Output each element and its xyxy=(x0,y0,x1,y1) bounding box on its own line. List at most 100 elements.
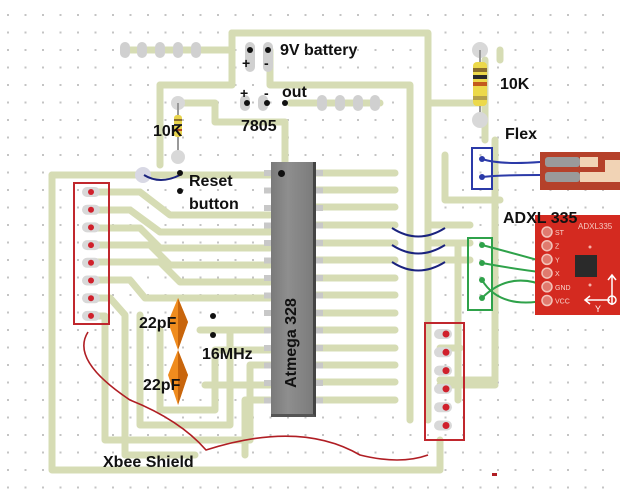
jumper-wires xyxy=(391,227,446,272)
board-hole xyxy=(94,416,97,419)
board-hole xyxy=(234,189,237,191)
chip-pin xyxy=(315,187,323,194)
board-hole xyxy=(497,84,499,86)
board-hole xyxy=(129,31,132,34)
board-hole xyxy=(287,119,289,121)
board-hole xyxy=(199,381,202,384)
board-hole xyxy=(269,101,272,104)
board-hole xyxy=(94,346,97,349)
board-hole xyxy=(374,154,377,156)
board-hole xyxy=(462,486,464,489)
board-hole xyxy=(567,486,569,489)
board-hole xyxy=(322,136,324,139)
board-hole xyxy=(567,469,569,471)
board-hole xyxy=(129,66,132,69)
board-hole xyxy=(7,469,9,471)
xbee-pin xyxy=(442,348,450,356)
board-hole xyxy=(24,311,27,314)
board-hole xyxy=(497,399,499,401)
board-hole xyxy=(567,381,569,384)
board-hole xyxy=(7,189,9,191)
board-hole xyxy=(7,84,9,86)
board-hole xyxy=(462,66,464,69)
chip-pin xyxy=(315,310,323,316)
board-hole xyxy=(147,101,149,104)
board-hole xyxy=(497,14,499,16)
adxl-pin-pad xyxy=(541,267,553,279)
chip-pin xyxy=(264,222,272,229)
board-hole xyxy=(182,276,184,279)
board-hole xyxy=(7,276,9,279)
board-hole xyxy=(287,66,289,69)
board-hole xyxy=(164,154,167,156)
board-hole xyxy=(94,381,97,384)
board-hole xyxy=(567,451,569,454)
board-hole xyxy=(584,84,587,86)
board-hole xyxy=(549,346,552,349)
board-hole xyxy=(42,259,44,261)
board-hole xyxy=(339,451,342,454)
board-hole xyxy=(479,31,482,34)
xbee-pin xyxy=(442,367,450,375)
board-hole xyxy=(217,206,219,209)
board-hole xyxy=(409,66,412,69)
board-hole xyxy=(549,416,552,419)
board-hole xyxy=(77,381,79,384)
board-hole xyxy=(129,311,132,314)
board-hole xyxy=(24,241,27,244)
board-hole xyxy=(514,189,517,191)
board-hole xyxy=(217,14,219,16)
board-hole xyxy=(24,434,27,436)
chip-pin xyxy=(315,397,323,404)
board-hole xyxy=(24,49,27,51)
board-hole xyxy=(7,119,9,121)
board-hole xyxy=(374,136,377,139)
board-hole xyxy=(462,136,464,139)
board-hole xyxy=(584,49,587,51)
board-hole xyxy=(514,364,517,366)
board-hole xyxy=(7,224,9,226)
board-hole xyxy=(357,451,359,454)
capacitor-bottom-label: 22pF xyxy=(143,377,181,394)
regulator-minus-label: - xyxy=(264,85,269,101)
board-hole xyxy=(42,486,44,489)
board-hole xyxy=(94,119,97,121)
board-hole xyxy=(94,399,97,401)
board-hole xyxy=(24,276,27,279)
board-hole xyxy=(199,224,202,226)
board-hole xyxy=(269,486,272,489)
board-hole xyxy=(24,294,27,296)
board-hole xyxy=(584,31,587,34)
board-hole xyxy=(59,294,62,296)
board-hole xyxy=(339,416,342,419)
board-hole xyxy=(129,84,132,86)
board-hole xyxy=(392,101,394,104)
board-hole xyxy=(287,416,289,419)
board-hole xyxy=(164,14,167,16)
crystal-16mhz xyxy=(210,313,216,338)
board-hole xyxy=(602,434,604,436)
board-hole xyxy=(59,49,62,51)
board-hole xyxy=(112,311,114,314)
board-hole xyxy=(304,14,307,16)
capacitor-22pf-top xyxy=(168,298,188,350)
board-hole xyxy=(7,101,9,104)
board-hole xyxy=(322,154,324,156)
board-hole xyxy=(24,189,27,191)
board-hole xyxy=(217,486,219,489)
board-hole xyxy=(357,66,359,69)
board-hole xyxy=(409,49,412,51)
board-hole xyxy=(409,14,412,16)
board-hole xyxy=(77,241,79,244)
board-hole xyxy=(59,224,62,226)
board-hole xyxy=(94,31,97,34)
trace-reg-left xyxy=(156,29,236,89)
board-hole xyxy=(444,294,447,296)
board-hole xyxy=(444,451,447,454)
board-hole xyxy=(584,14,587,16)
board-hole xyxy=(602,66,604,69)
board-hole xyxy=(462,171,464,174)
adxl-pin-label: Z xyxy=(555,244,560,251)
board-hole xyxy=(514,451,517,454)
board-hole xyxy=(77,119,79,121)
